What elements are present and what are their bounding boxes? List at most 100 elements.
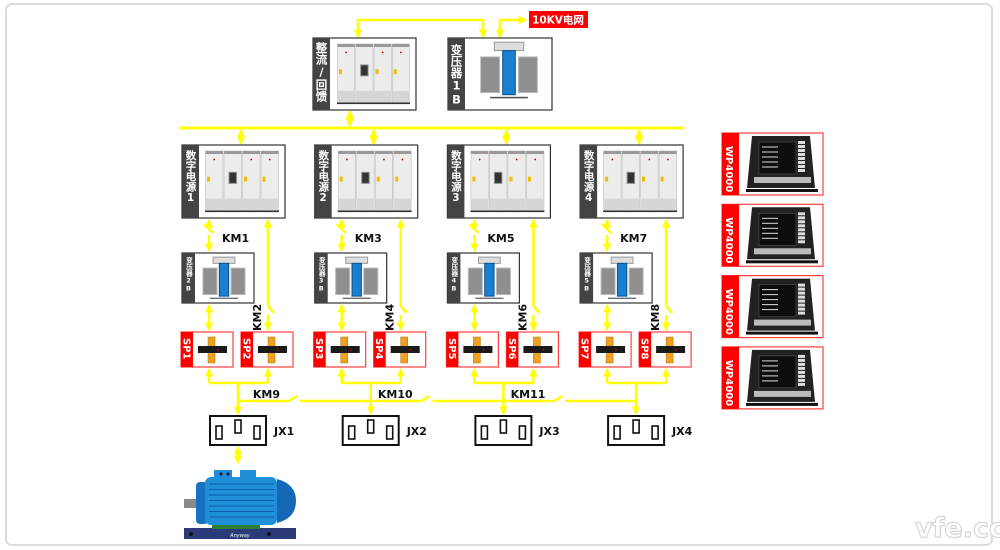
sensor-led: [277, 349, 279, 351]
analyzer-keypad: [754, 390, 811, 397]
rectifier-box: 整流/回馈: [312, 37, 417, 111]
sensor-body: [656, 346, 686, 353]
terminal-slot: [385, 425, 394, 440]
step-transformer-box: 变压器5B: [579, 252, 653, 304]
terminal-slot: [234, 419, 242, 434]
transformer-image: [480, 41, 538, 99]
transformer-fin-left: [202, 267, 218, 296]
junction-label: JX3: [538, 425, 559, 438]
link-grid: [495, 15, 527, 38]
cabinet-led: [611, 158, 614, 161]
tie-switch-label: KM9: [253, 388, 280, 401]
digital-power-label: 数字电源1: [185, 149, 197, 204]
cabinet-display: [228, 171, 237, 184]
terminal-slot: [613, 425, 621, 440]
analyzer-key: [798, 362, 805, 366]
cabinet-vent: [338, 198, 356, 211]
label-strip: [314, 253, 328, 303]
step-transformer-label: 变压器2B: [185, 256, 194, 293]
switch-label: KM1: [222, 232, 249, 245]
cabinet-top: [507, 151, 526, 154]
cabinet-led: [478, 158, 481, 161]
sp-box: SP8: [638, 331, 692, 368]
cabinet-top: [355, 44, 373, 47]
cabinet-vent: [242, 198, 260, 211]
cabinet-indicator: [605, 176, 609, 182]
analyzer-key: [798, 157, 805, 160]
analyzer-keypad: [754, 177, 811, 183]
digital-power-label: 数字电源2: [317, 149, 329, 204]
step-transformer-label: 变压器3B: [317, 256, 326, 293]
cabinet-led: [648, 158, 651, 161]
motor-fan-cover: [277, 479, 296, 523]
cabinet-indicator: [660, 176, 664, 182]
transformer-base: [608, 297, 637, 299]
transformer-core: [351, 262, 362, 297]
cabinet-led: [534, 158, 537, 161]
analyzer-key: [798, 165, 805, 168]
sensor-led: [349, 349, 352, 351]
transformer-base: [490, 96, 528, 99]
sp-box: SP2: [240, 331, 294, 368]
analyzer-key: [798, 291, 805, 295]
analyzer-keypad: [754, 319, 811, 326]
cabinet-top: [205, 151, 223, 154]
cabinet-top: [470, 151, 489, 154]
analyzer-key: [798, 220, 805, 224]
sensor-led: [542, 349, 545, 351]
cabinet-top: [374, 44, 392, 47]
rectifier-label: 整流/回馈: [315, 41, 329, 103]
sensor-body: [330, 346, 360, 353]
transformer-fin-right: [628, 267, 644, 296]
analyzer-key: [798, 283, 805, 287]
tie-switch-label: KM11: [511, 388, 546, 401]
cabinet-led: [250, 158, 253, 161]
sp-label: SP8: [639, 338, 650, 360]
label-strip: [639, 332, 652, 367]
label-strip: [313, 332, 326, 367]
analyzer-key: [798, 141, 805, 144]
terminal-slot: [480, 425, 489, 440]
grid-label-box: 10KV电网: [529, 11, 588, 28]
cabinet-vent: [507, 198, 526, 211]
cabinet-indicator: [395, 176, 399, 182]
cabinet-led: [381, 51, 384, 54]
analyzer-key: [798, 169, 805, 172]
label-strip: [722, 346, 739, 409]
cabinet-top: [392, 44, 410, 47]
label-strip: [722, 204, 739, 267]
label-strip: [241, 332, 253, 367]
switch-label: KM8: [649, 304, 662, 331]
cabinet-vent: [489, 198, 507, 211]
sp-box: SP4: [373, 331, 427, 368]
switch-label: KM5: [487, 232, 514, 245]
analyzer-key: [798, 240, 805, 244]
transformer-image: [202, 256, 246, 299]
tie-switch-label: KM10: [378, 388, 413, 401]
terminal-slot: [366, 419, 375, 434]
sp-label: SP6: [506, 338, 517, 360]
cabinet-display: [360, 64, 369, 77]
cabinet-vent: [640, 198, 659, 211]
tie-switch-contact: [553, 394, 564, 403]
analyzer-keypad: [754, 248, 811, 255]
transformer-base: [475, 297, 504, 299]
analyzer-key: [798, 370, 805, 374]
cabinet-led: [399, 51, 402, 54]
transformer-fin-right: [363, 267, 379, 296]
cabinet-top: [337, 44, 355, 47]
cabinet-vent: [470, 198, 489, 211]
analyzer-key: [798, 224, 805, 228]
digital-power-box: 数字电源4: [579, 144, 684, 219]
cabinet-vent: [337, 90, 355, 103]
cabinet-top: [603, 151, 622, 154]
sp-label: SP5: [446, 338, 457, 360]
terminal-bolt: [226, 472, 230, 476]
terminal-slot: [651, 425, 659, 440]
step-transformer-box: 变压器4B: [446, 252, 520, 304]
label-strip: [579, 332, 592, 367]
step-transformer-box: 变压器2B: [181, 252, 255, 304]
tie-switch-contact: [288, 394, 298, 403]
switch-label: KM3: [355, 232, 382, 245]
